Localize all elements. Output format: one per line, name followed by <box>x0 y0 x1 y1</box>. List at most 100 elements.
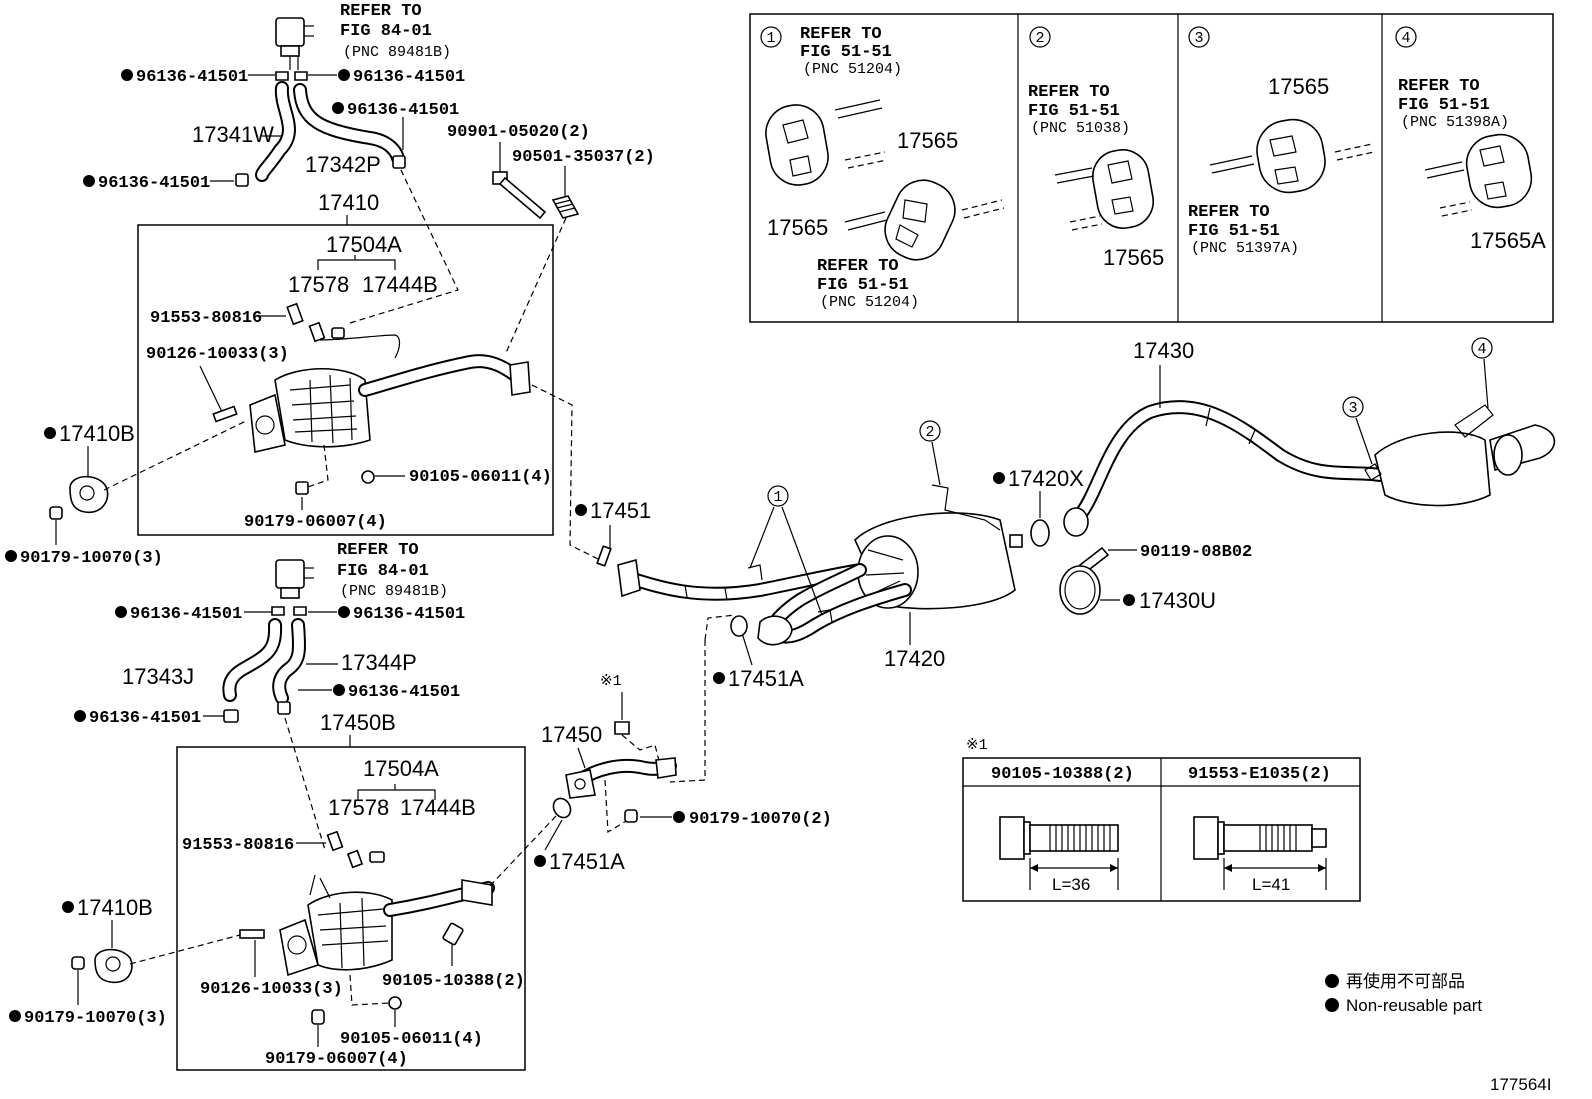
panel1-fig-low: FIG 51-51 <box>817 276 909 295</box>
upper-box-frame <box>137 224 554 536</box>
hose-17344p: 17344P <box>341 650 417 675</box>
hose-clip-a-mid: 96136-41501 <box>347 101 459 120</box>
panel3-pnc: (PNC 51397A) <box>1191 240 1299 257</box>
panel1-part-right: 17565 <box>897 128 958 153</box>
upper-sensor-group: REFER TO FIG 84-01 (PNC 89481B) 96136-41… <box>83 2 465 193</box>
nut-icon <box>71 956 85 970</box>
gasket-icon <box>69 475 109 513</box>
exhaust-circle-2: 2 <box>925 424 934 441</box>
middle-star: ※1 <box>600 673 622 690</box>
upper-17504a: 17504A <box>326 232 402 257</box>
bolt-table-len2: L=41 <box>1252 875 1290 894</box>
lower-17578: 17578 <box>328 795 389 820</box>
bolt-table-star: ※1 <box>966 737 988 754</box>
gasket-icon <box>596 545 612 567</box>
panel2-part: 17565 <box>1103 245 1164 270</box>
lower-catalytic-box: 17450B 17504A 17578 17444B 91553-80816 9… <box>176 710 526 1071</box>
pressure-sensor-icon <box>275 559 314 599</box>
left-upper-nut: 90179-10070(3) <box>20 549 163 568</box>
panel4-refer: REFER TO <box>1398 77 1480 96</box>
panel-circle-3: 3 <box>1194 30 1203 47</box>
hanger-icon <box>844 179 1005 261</box>
upper-91553: 91553-80816 <box>150 309 262 328</box>
panel1-fig: FIG 51-51 <box>800 43 892 62</box>
lower-17444b: 17444B <box>400 795 476 820</box>
diagram-id: 177564I <box>1490 1075 1551 1094</box>
bolt-90901: 90901-05020(2) <box>447 123 590 142</box>
non-reusable-dot <box>534 855 546 867</box>
left-upper-gasket-group: 17410B 90179-10070(3) <box>5 419 249 568</box>
non-reusable-dot <box>1123 594 1135 606</box>
refer-line1: REFER TO <box>340 2 422 21</box>
hose-clip-b-low: 96136-41501 <box>89 709 201 728</box>
non-reusable-dot <box>62 901 74 913</box>
legend: 再使用不可部品 Non-reusable part <box>1325 971 1482 1015</box>
panel1-refer-low: REFER TO <box>817 257 899 276</box>
bolt-icon <box>492 171 547 220</box>
catalytic-converter-icon <box>239 830 495 1025</box>
hose-17341w: 17341W <box>192 122 274 147</box>
exhaust-circle-4: 4 <box>1477 341 1486 358</box>
bolt-table: ※1 90105-10388(2) 91553-E1035(2) L=36 L=… <box>962 737 1361 902</box>
bolt-90119: 90119-08B02 <box>1140 543 1252 562</box>
refer2-line2: FIG 84-01 <box>337 562 429 581</box>
clamp-icon <box>1059 565 1101 615</box>
upper-17578: 17578 <box>288 272 349 297</box>
non-reusable-dot <box>9 1010 21 1022</box>
lower-box-title: 17450B <box>320 710 396 735</box>
upper-catalytic-box: 17410 17504A 17578 17444B 91553-80816 90… <box>137 167 554 536</box>
upper-90126: 90126-10033(3) <box>146 345 289 364</box>
refer2-pnc: (PNC 89481B) <box>340 583 448 600</box>
hose-clip-b-right: 96136-41501 <box>353 605 465 624</box>
panel1-refer: REFER TO <box>800 25 882 44</box>
hose-clip-b-left: 96136-41501 <box>130 605 242 624</box>
non-reusable-dot <box>1325 998 1339 1012</box>
gasket-icon <box>1030 519 1050 547</box>
non-reusable-dot <box>5 550 17 562</box>
panel3-part: 17565 <box>1268 74 1329 99</box>
lower-90126: 90126-10033(3) <box>200 980 343 999</box>
bolt-90501: 90501-35037(2) <box>512 148 655 167</box>
gasket-icon <box>94 948 133 984</box>
middle-pipes: 17451 17451A ※1 17450 17451A 90179 <box>487 384 867 889</box>
panel2-refer: REFER TO <box>1028 83 1110 102</box>
refer-line2: FIG 84-01 <box>340 22 432 41</box>
hanger-icon <box>765 99 888 186</box>
exhaust-system: 1 2 17420 17420X 90119-08B02 17430U 1743… <box>747 337 1556 671</box>
panel-circle-4: 4 <box>1401 30 1410 47</box>
hanger-icon <box>1054 149 1155 231</box>
left-lower-gasket-group: 17410B 90179-10070(3) <box>9 895 241 1028</box>
panel-circle-1: 1 <box>766 30 775 47</box>
legend-en: Non-reusable part <box>1346 996 1482 1015</box>
left-lower-nut: 90179-10070(3) <box>24 1009 167 1028</box>
lower-sensor-group: REFER TO FIG 84-01 (PNC 89481B) 96136-41… <box>74 541 465 851</box>
upper-17444b: 17444B <box>362 272 438 297</box>
non-reusable-dot <box>74 710 86 722</box>
non-reusable-dot <box>332 102 344 114</box>
left-upper-gasket: 17410B <box>59 421 135 446</box>
upper-box-title: 17410 <box>318 190 379 215</box>
left-lower-gasket: 17410B <box>77 895 153 920</box>
middle-90179: 90179-10070(2) <box>689 810 832 829</box>
catalytic-converter-icon <box>212 302 531 495</box>
bolt-icon <box>1193 816 1327 890</box>
non-reusable-dot <box>338 69 350 81</box>
non-reusable-dot <box>993 472 1005 484</box>
non-reusable-dot <box>673 811 685 823</box>
lower-91553: 91553-80816 <box>182 836 294 855</box>
spring-icon <box>551 195 580 219</box>
exhaust-circle-1: 1 <box>773 489 782 506</box>
clamp-17430u: 17430U <box>1139 588 1216 613</box>
nut-icon <box>624 809 638 823</box>
muffler-icon <box>1374 431 1491 507</box>
hose-clip-a-left: 96136-41501 <box>136 68 248 87</box>
bolt-table-len1: L=36 <box>1052 875 1090 894</box>
non-reusable-dot <box>713 672 725 684</box>
bolt-table-col2: 91553-E1035(2) <box>1188 765 1331 784</box>
pipe-17430: 17430 <box>1133 338 1194 363</box>
non-reusable-dot <box>338 606 350 618</box>
bolt-icon <box>614 721 630 735</box>
panel1-pnc-low: (PNC 51204) <box>820 294 919 311</box>
lower-90105b: 90105-06011(4) <box>340 1030 483 1049</box>
